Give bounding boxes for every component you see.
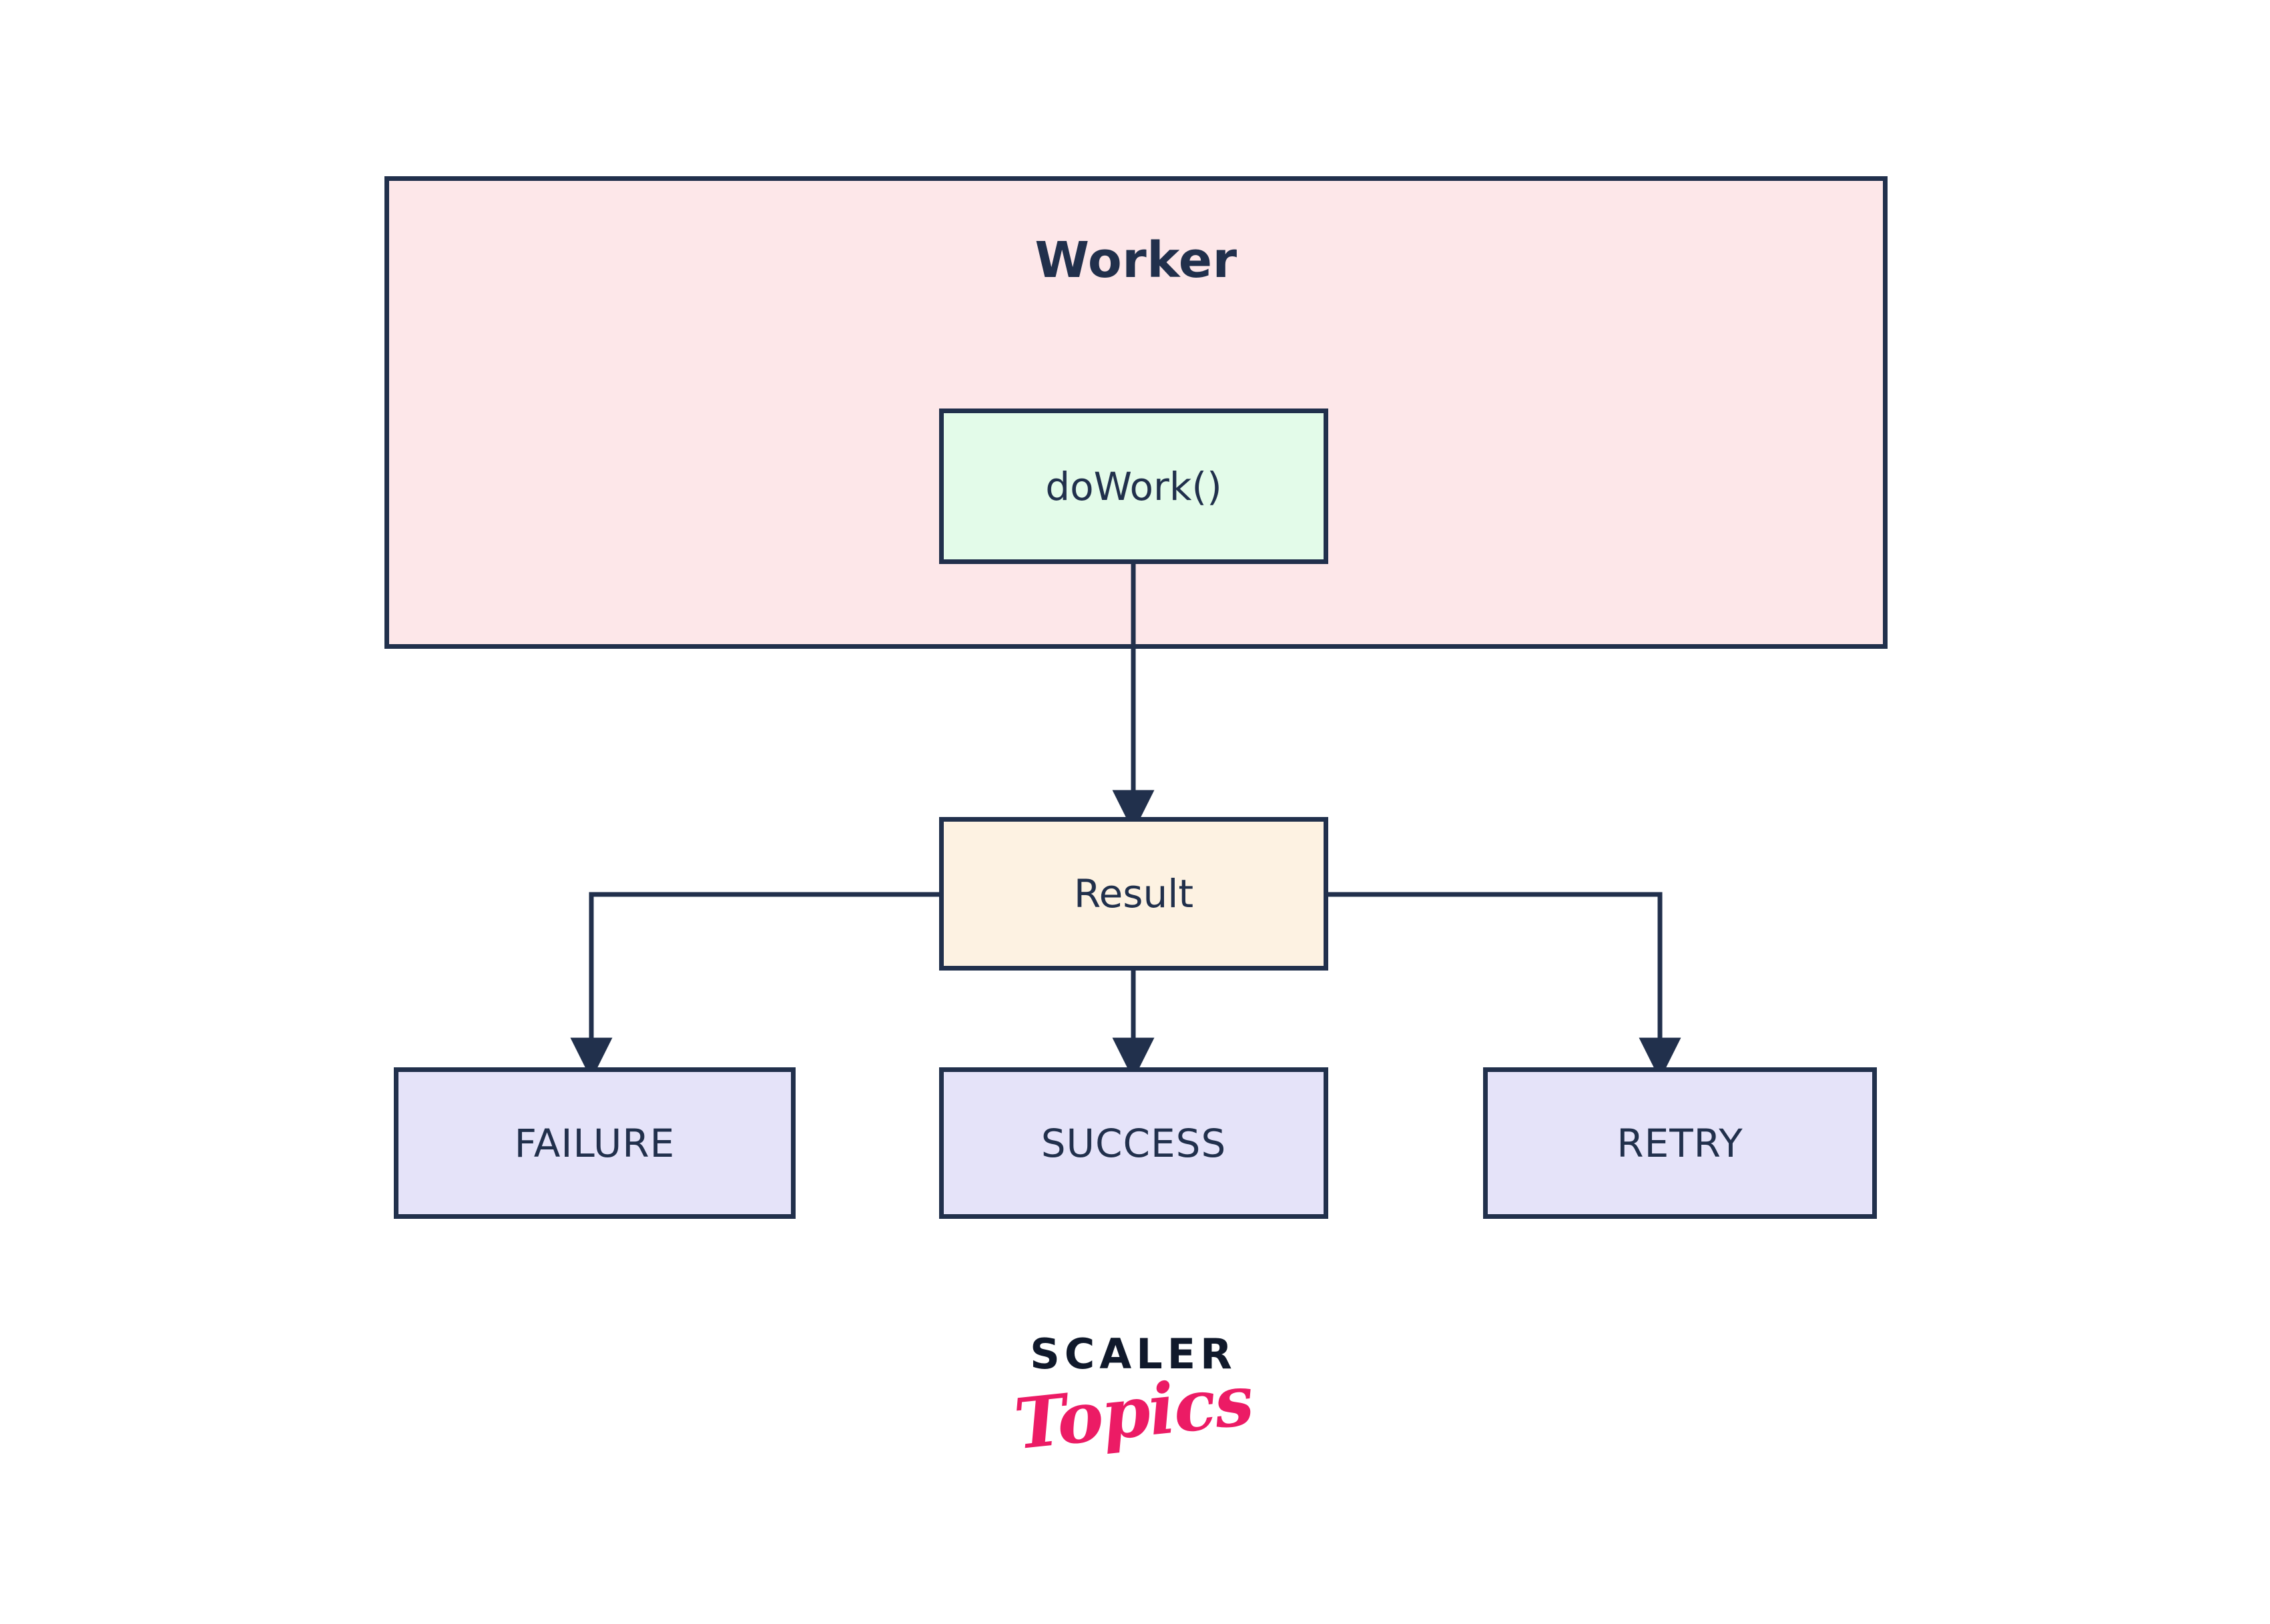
logo-wordmark-scaler: SCALER	[1030, 1330, 1237, 1378]
node-failure: FAILURE	[394, 1067, 796, 1219]
node-success: SUCCESS	[939, 1067, 1328, 1219]
node-retry: RETRY	[1483, 1067, 1877, 1219]
edge-result-to-failure	[570, 892, 939, 1080]
node-dowork-label: doWork()	[1045, 463, 1222, 509]
node-failure-label: FAILURE	[514, 1120, 675, 1166]
logo-scriptmark-topics: Topics	[1011, 1358, 1256, 1466]
node-result: Result	[939, 817, 1328, 971]
node-dowork: doWork()	[939, 409, 1328, 564]
worker-title: Worker	[1035, 232, 1237, 289]
node-success-label: SUCCESS	[1041, 1120, 1227, 1166]
scaler-topics-logo: SCALER Topics	[1000, 1334, 1267, 1507]
node-retry-label: RETRY	[1617, 1120, 1743, 1166]
node-result-label: Result	[1073, 871, 1194, 916]
edge-result-to-retry	[1328, 892, 1681, 1080]
